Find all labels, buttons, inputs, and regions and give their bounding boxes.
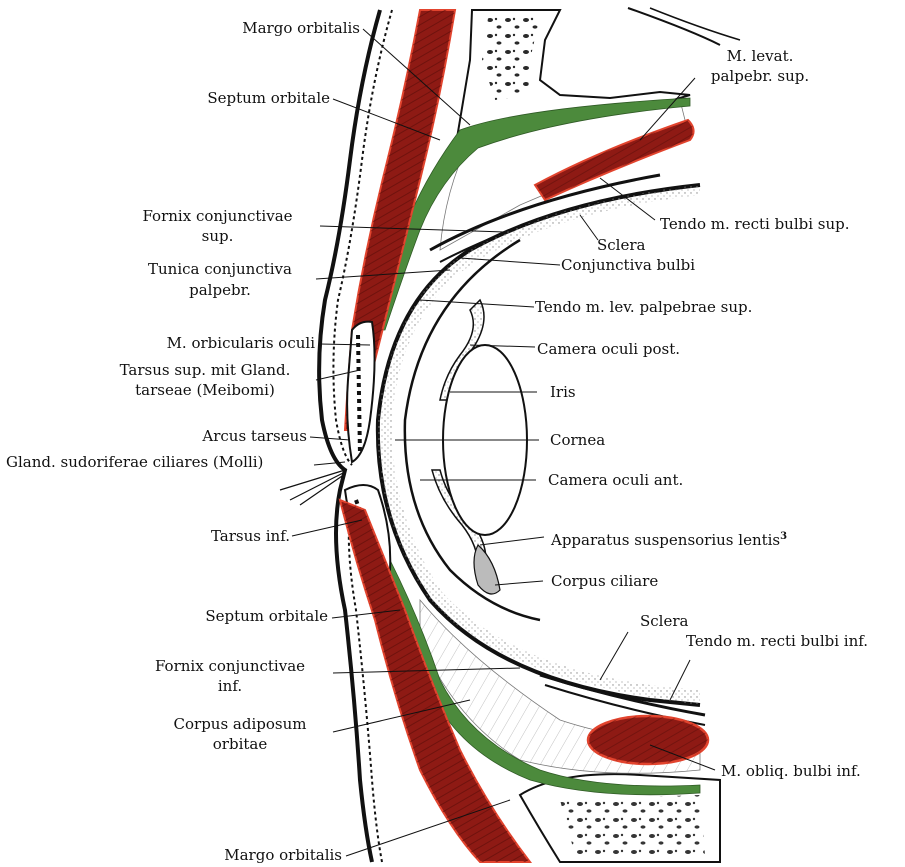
- label-gland-molli: Gland. sudoriferae ciliares (Molli): [6, 453, 316, 472]
- label-cornea: Cornea: [550, 431, 630, 450]
- label-camera-post: Camera oculi post.: [537, 340, 737, 359]
- label-margo-orbitalis-bottom: Margo orbitalis: [180, 846, 342, 865]
- obliquus-inferior-hatch: [588, 716, 708, 764]
- label-arcus-tarseus: Arcus tarseus: [150, 427, 307, 446]
- label-tendo-recti-sup: Tendo m. recti bulbi sup.: [660, 215, 890, 234]
- skull-arc-top: [628, 8, 720, 45]
- label-septum-orbitale-bottom: Septum orbitale: [160, 607, 328, 626]
- label-tendo-recti-inf: Tendo m. recti bulbi inf.: [686, 632, 901, 651]
- label-septum-orbitale-top: Septum orbitale: [160, 89, 330, 108]
- skull-arc-top-2: [650, 8, 740, 40]
- label-sclera-top: Sclera: [597, 236, 677, 255]
- label-tarsus-inf: Tarsus inf.: [160, 527, 290, 546]
- label-conjunctiva-bulbi: Conjunctiva bulbi: [561, 256, 741, 275]
- label-fornix-inf-line1: Fornix conjunctivae: [130, 657, 330, 676]
- label-tendo-levator: Tendo m. lev. palpebrae sup.: [535, 298, 795, 317]
- label-tarsus-sup-line2: tarseae (Meibomi): [95, 381, 315, 400]
- label-levator-line1: M. levat.: [700, 47, 820, 66]
- label-corpus-adiposum-line1: Corpus adiposum: [150, 715, 330, 734]
- label-orbicularis: M. orbicularis oculi: [120, 334, 315, 353]
- label-sclera-bottom: Sclera: [640, 612, 720, 631]
- lower-bone-marrow: [560, 795, 705, 855]
- label-iris: Iris: [550, 383, 610, 402]
- label-corpus-adiposum-line2: orbitae: [150, 735, 330, 754]
- label-apparatus-text: Apparatus suspensorius lentis: [551, 531, 780, 549]
- label-camera-ant: Camera oculi ant.: [548, 471, 728, 490]
- label-apparatus-footnote: 3: [780, 531, 787, 542]
- label-margo-orbitalis-top: Margo orbitalis: [200, 19, 360, 38]
- corpus-ciliare: [474, 545, 500, 594]
- label-obliquus-inf: M. obliq. bulbi inf.: [721, 762, 901, 781]
- label-tunica-line2: palpebr.: [120, 281, 320, 300]
- label-corpus-ciliare: Corpus ciliare: [551, 572, 711, 591]
- label-fornix-inf-line2: inf.: [130, 677, 330, 696]
- label-levator-line2: palpebr. sup.: [690, 67, 830, 86]
- upper-eyelashes: [280, 470, 345, 505]
- label-apparatus: Apparatus suspensorius lentis3: [551, 527, 841, 550]
- label-fornix-sup-line1: Fornix conjunctivae: [110, 207, 325, 226]
- label-tarsus-sup-line1: Tarsus sup. mit Gland.: [95, 361, 315, 380]
- label-tunica-line1: Tunica conjunctiva: [120, 260, 320, 279]
- label-fornix-sup-line2: sup.: [110, 227, 325, 246]
